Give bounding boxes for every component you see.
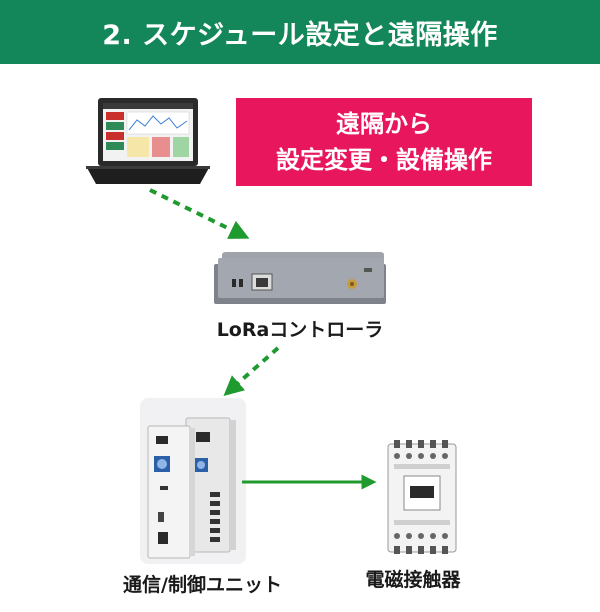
control-unit-icon	[140, 398, 246, 564]
laptop-icon	[86, 98, 210, 184]
control-unit-label: 通信/制御ユニット	[123, 574, 282, 596]
lora-controller-label: LoRaコントローラ	[216, 319, 384, 341]
magnetic-contactor-label: 電磁接触器	[365, 569, 461, 591]
callout-line-1: 遠隔から	[336, 110, 432, 138]
page-title: 2. スケジュール設定と遠隔操作	[0, 0, 600, 64]
arrow-laptop-to-controller	[149, 188, 250, 239]
callout-line-2: 設定変更・設備操作	[276, 146, 492, 174]
lora-controller-icon	[214, 252, 386, 304]
remote-operation-callout: 遠隔から 設定変更・設備操作	[236, 98, 532, 186]
arrow-controller-to-unit	[223, 346, 280, 396]
magnetic-contactor-icon	[387, 440, 457, 554]
